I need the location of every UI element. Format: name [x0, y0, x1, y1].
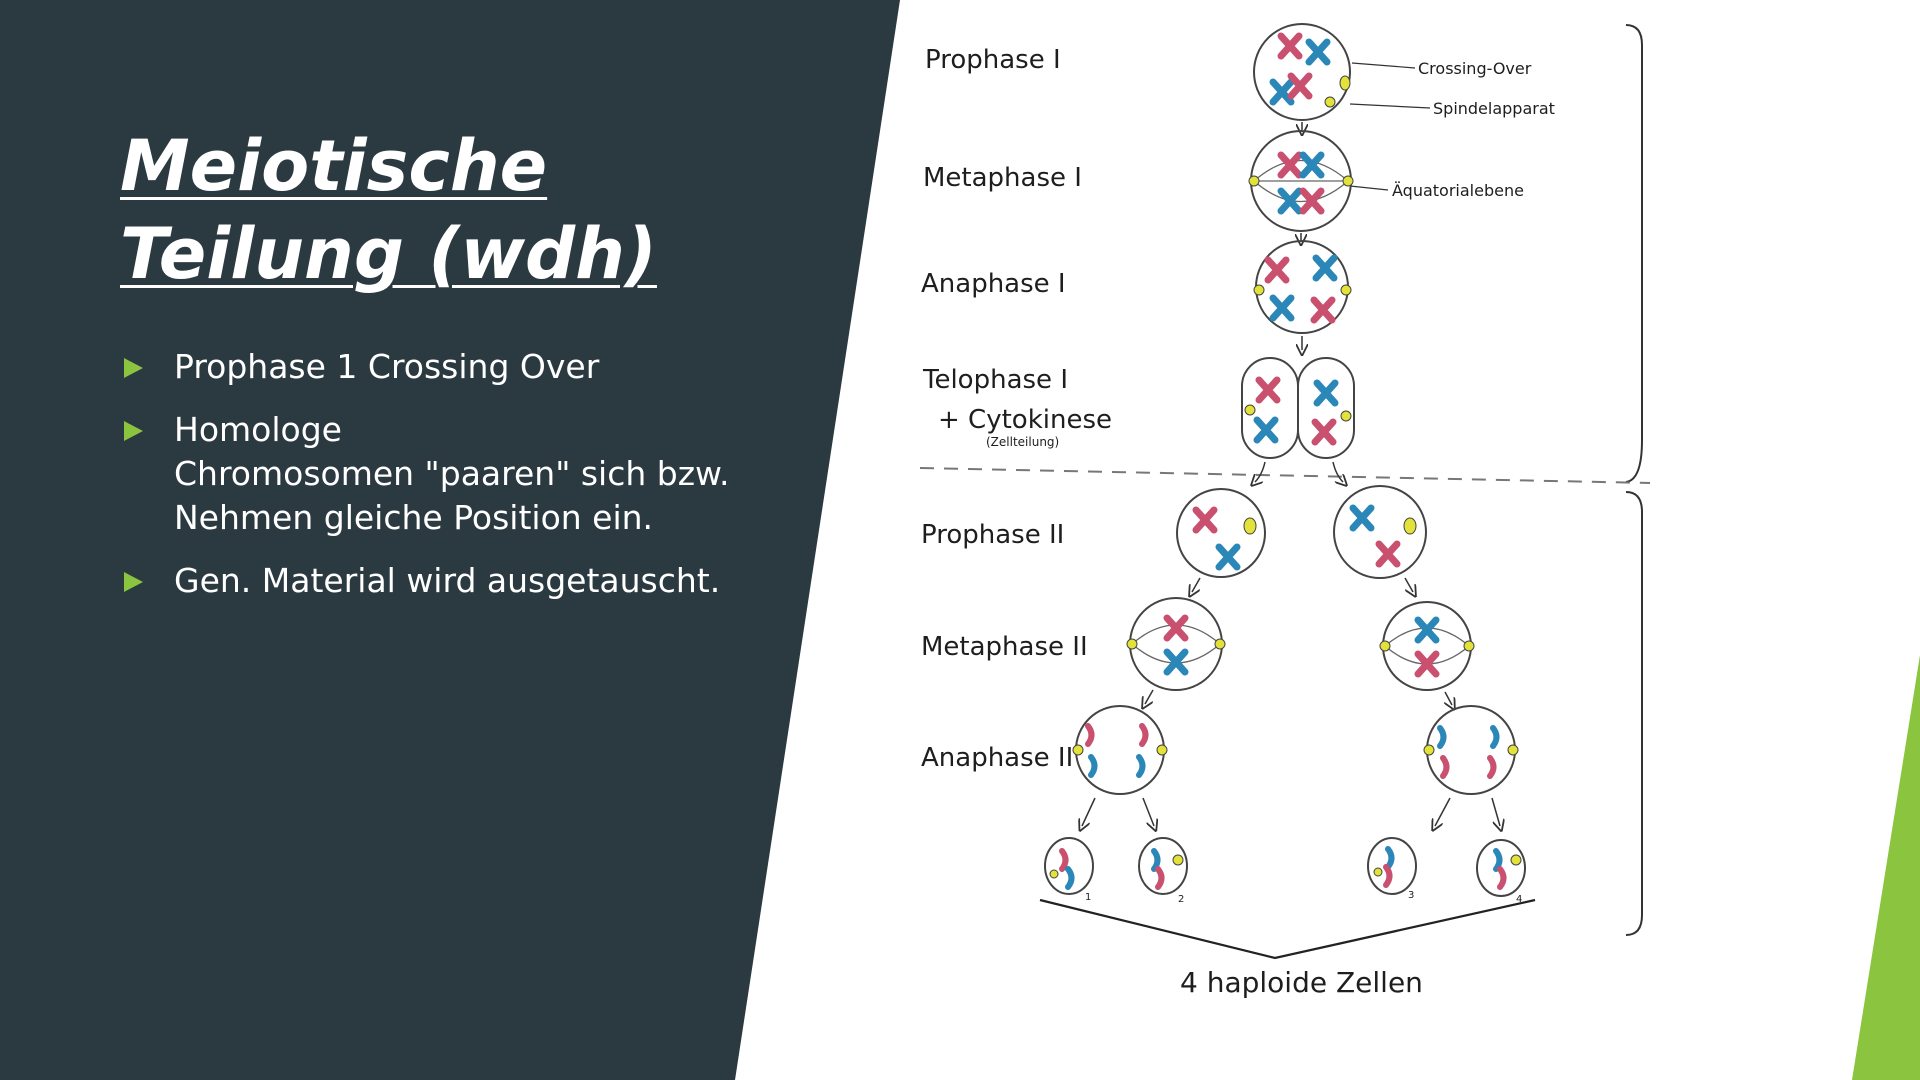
cell-prophase-2-right	[1334, 486, 1426, 578]
cell-metaphase-2-right	[1380, 602, 1474, 690]
arrow	[1082, 798, 1095, 826]
cell-metaphase-1	[1249, 131, 1353, 231]
haploid-cell-2: 2	[1139, 838, 1187, 905]
arrow	[1192, 578, 1200, 592]
arrow	[1143, 798, 1154, 826]
cell-telophase-1	[1242, 358, 1354, 458]
pointer-line-spindel	[1350, 104, 1430, 108]
arrow	[1333, 462, 1343, 482]
bullet-list: Prophase 1 Crossing Over Homologe Chromo…	[120, 345, 760, 622]
bullet-triangle-icon	[124, 358, 143, 378]
haploid-cell-3: 3	[1368, 838, 1416, 901]
result-label: 4 haploide Zellen	[1180, 966, 1423, 999]
arrow	[1435, 798, 1450, 826]
cell-number: 1	[1085, 892, 1091, 903]
cell-anaphase-2-left	[1073, 706, 1167, 794]
bullet-text: Prophase 1 Crossing Over	[174, 347, 599, 386]
phase-label-anaphase-1: Anaphase I	[921, 269, 1066, 299]
phase-label-zellteilung: (Zellteilung)	[986, 435, 1059, 449]
bullet-triangle-icon	[124, 421, 143, 441]
phase-label-metaphase-2: Metaphase II	[921, 632, 1088, 662]
cell-prophase-1	[1254, 24, 1350, 120]
cell-number: 3	[1408, 890, 1414, 901]
green-corner-accent	[1852, 655, 1920, 1080]
arrow	[1492, 798, 1500, 826]
cell-metaphase-2-left	[1127, 598, 1225, 690]
pointer-line-crossing-over	[1352, 63, 1415, 68]
annotation-aequatorialebene: Äquatorialebene	[1392, 181, 1524, 200]
phase-label-cytokinese: + Cytokinese	[938, 405, 1112, 435]
bullet-item: Prophase 1 Crossing Over	[120, 345, 760, 389]
meiosis-diagram: Prophase I Metaphase I Anaphase I Teloph…	[905, 0, 1665, 1010]
haploid-cell-1: 1	[1045, 838, 1093, 903]
dashed-separator	[920, 468, 1650, 483]
cell-prophase-2-left	[1177, 489, 1265, 577]
phase-label-prophase-1: Prophase I	[925, 45, 1061, 75]
slide-title: Meiotische Teilung (wdh)	[120, 122, 820, 298]
pointer-line-aequatorial	[1350, 186, 1388, 190]
bullet-item: Gen. Material wird ausgetauscht.	[120, 559, 760, 603]
arrow	[1445, 692, 1452, 705]
phase-label-telophase-1: Telophase I	[922, 365, 1068, 395]
arrow	[1255, 462, 1265, 482]
cell-anaphase-2-right	[1424, 706, 1518, 794]
brace-meiosis-2	[1626, 492, 1642, 935]
brace-meiosis-1	[1626, 25, 1642, 482]
annotation-spindelapparat: Spindelapparat	[1433, 99, 1555, 118]
phase-label-metaphase-1: Metaphase I	[923, 163, 1082, 193]
bullet-triangle-icon	[124, 572, 143, 592]
bullet-text: Homologe Chromosomen "paaren" sich bzw. …	[174, 410, 730, 537]
result-bracket	[1040, 900, 1535, 958]
arrow	[1405, 578, 1413, 592]
arrow	[1145, 690, 1153, 704]
cell-number: 2	[1178, 894, 1184, 905]
bullet-text: Gen. Material wird ausgetauscht.	[174, 561, 720, 600]
haploid-cell-4: 4	[1477, 840, 1525, 905]
cell-anaphase-1	[1254, 241, 1351, 333]
annotation-crossing-over: Crossing-Over	[1418, 59, 1532, 78]
phase-label-prophase-2: Prophase II	[921, 520, 1064, 550]
phase-label-anaphase-2: Anaphase II	[921, 743, 1073, 773]
bullet-item: Homologe Chromosomen "paaren" sich bzw. …	[120, 408, 760, 540]
